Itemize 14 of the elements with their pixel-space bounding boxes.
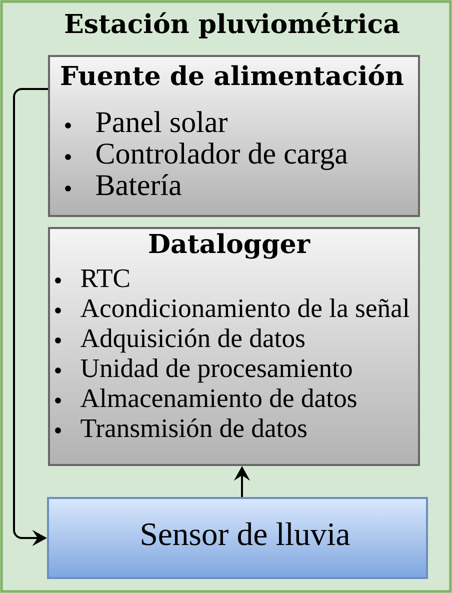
node-label: Batería: [96, 174, 182, 196]
node-label: Transmisión de datos: [80, 418, 306, 438]
component-box: Fuente de alimentación Panel solar Controlador de carga Batería: [48, 55, 420, 217]
node-label: Adquisición de datos: [80, 328, 304, 353]
node-label: Unidad de procesamiento: [80, 358, 352, 383]
node-label: Acondicionamiento de la señal: [80, 298, 410, 318]
node-label: Controlador de carga: [96, 142, 348, 170]
sensor-box: Sensor de lluvia: [47, 497, 428, 579]
node-label: Almacenamiento de datos: [80, 388, 356, 408]
node-label: Fuente de alimentación: [61, 64, 404, 86]
component-box: Datalogger RTC Acondicionamiento de la señal Adquisición de datos Unidad de procesamiento Almacenamiento de datos Transmisión de datos: [48, 227, 420, 466]
node-label: Panel solar: [96, 111, 228, 132]
node-label: RTC: [81, 269, 130, 288]
node-label: Datalogger: [149, 233, 310, 259]
